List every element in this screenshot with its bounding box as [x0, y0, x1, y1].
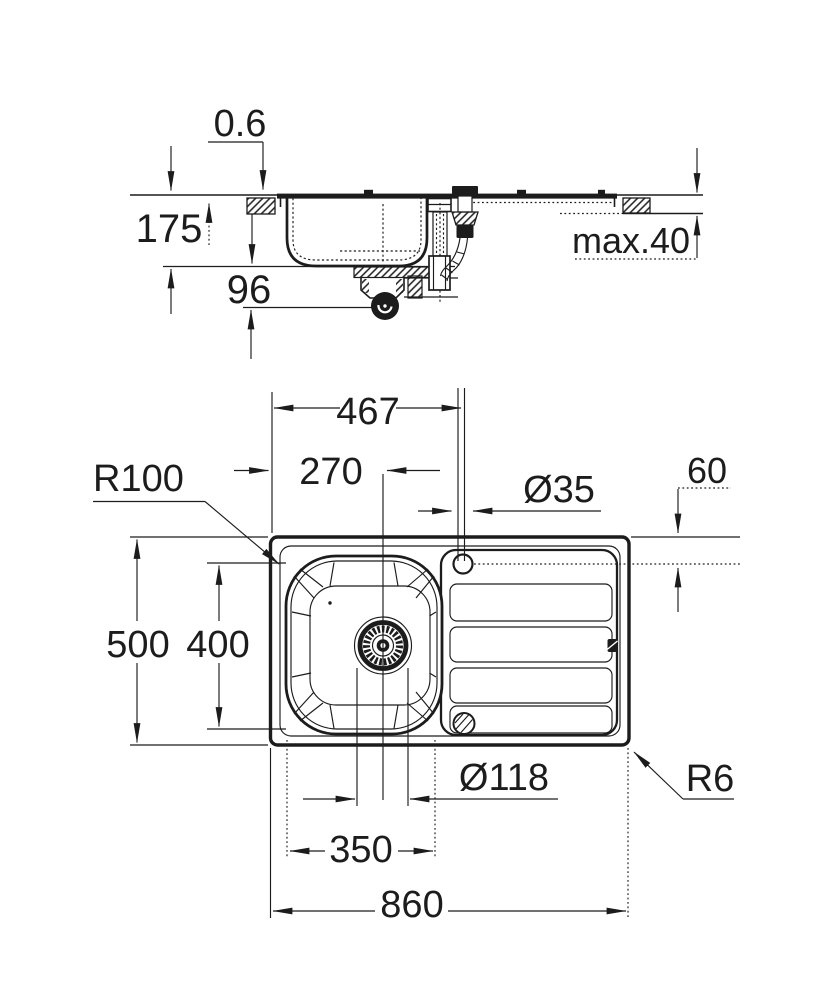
tap-shank — [457, 195, 473, 213]
sink-inner-rim — [279, 545, 621, 737]
dim-drain-x: 270 — [299, 451, 362, 493]
drainboard — [439, 548, 619, 737]
clamp-right — [622, 197, 651, 214]
section-dimensions: 0.6 175 96 max.40 — [136, 103, 701, 359]
clamp-left — [246, 197, 276, 215]
sink-outline-plan — [268, 535, 631, 747]
dim-bowl-depth: 175 — [136, 207, 203, 251]
drainboard-groove — [449, 626, 613, 663]
tap-hole — [452, 553, 474, 575]
dim-tap-hole-x: 467 — [336, 391, 399, 433]
plan-view — [268, 535, 631, 747]
drainboard-groove — [449, 583, 613, 622]
bowl-flat-bottom — [309, 585, 431, 706]
drainboard-groove — [449, 667, 613, 704]
dim-sheet-thickness: 0.6 — [214, 103, 267, 145]
sink-rim-section — [277, 193, 617, 199]
dim-tap-hole-y: 60 — [687, 450, 727, 491]
dim-bowl-inner-width: 350 — [329, 829, 392, 871]
dim-overall-width: 860 — [380, 884, 443, 926]
section-view — [130, 186, 703, 320]
supply-hose — [439, 237, 461, 277]
drainboard-groove — [449, 705, 613, 734]
tap-flange-section — [452, 186, 478, 195]
bowl-section-outline — [285, 198, 429, 268]
overflow-sleeve — [428, 255, 451, 291]
dim-trap-offset: 96 — [227, 268, 272, 312]
dim-bowl-inner-depth: 400 — [186, 624, 249, 666]
dim-bowl-corner-radius: R100 — [93, 458, 184, 500]
tap-nut — [451, 211, 479, 226]
dim-worktop-thickness: max.40 — [572, 220, 690, 261]
dim-tap-hole-diameter: Ø35 — [523, 469, 595, 511]
pipe-nut — [407, 275, 423, 299]
dim-overall-depth: 500 — [106, 624, 169, 666]
dim-drain-diameter: Ø118 — [459, 757, 549, 799]
plan-dimensions: 467 270 Ø35 60 R100 500 400 Ø118 R6 — [93, 388, 740, 926]
overflow-cover — [452, 712, 476, 735]
dim-outer-corner-radius: R6 — [686, 758, 735, 800]
bowl-panel-lines — [291, 562, 437, 729]
